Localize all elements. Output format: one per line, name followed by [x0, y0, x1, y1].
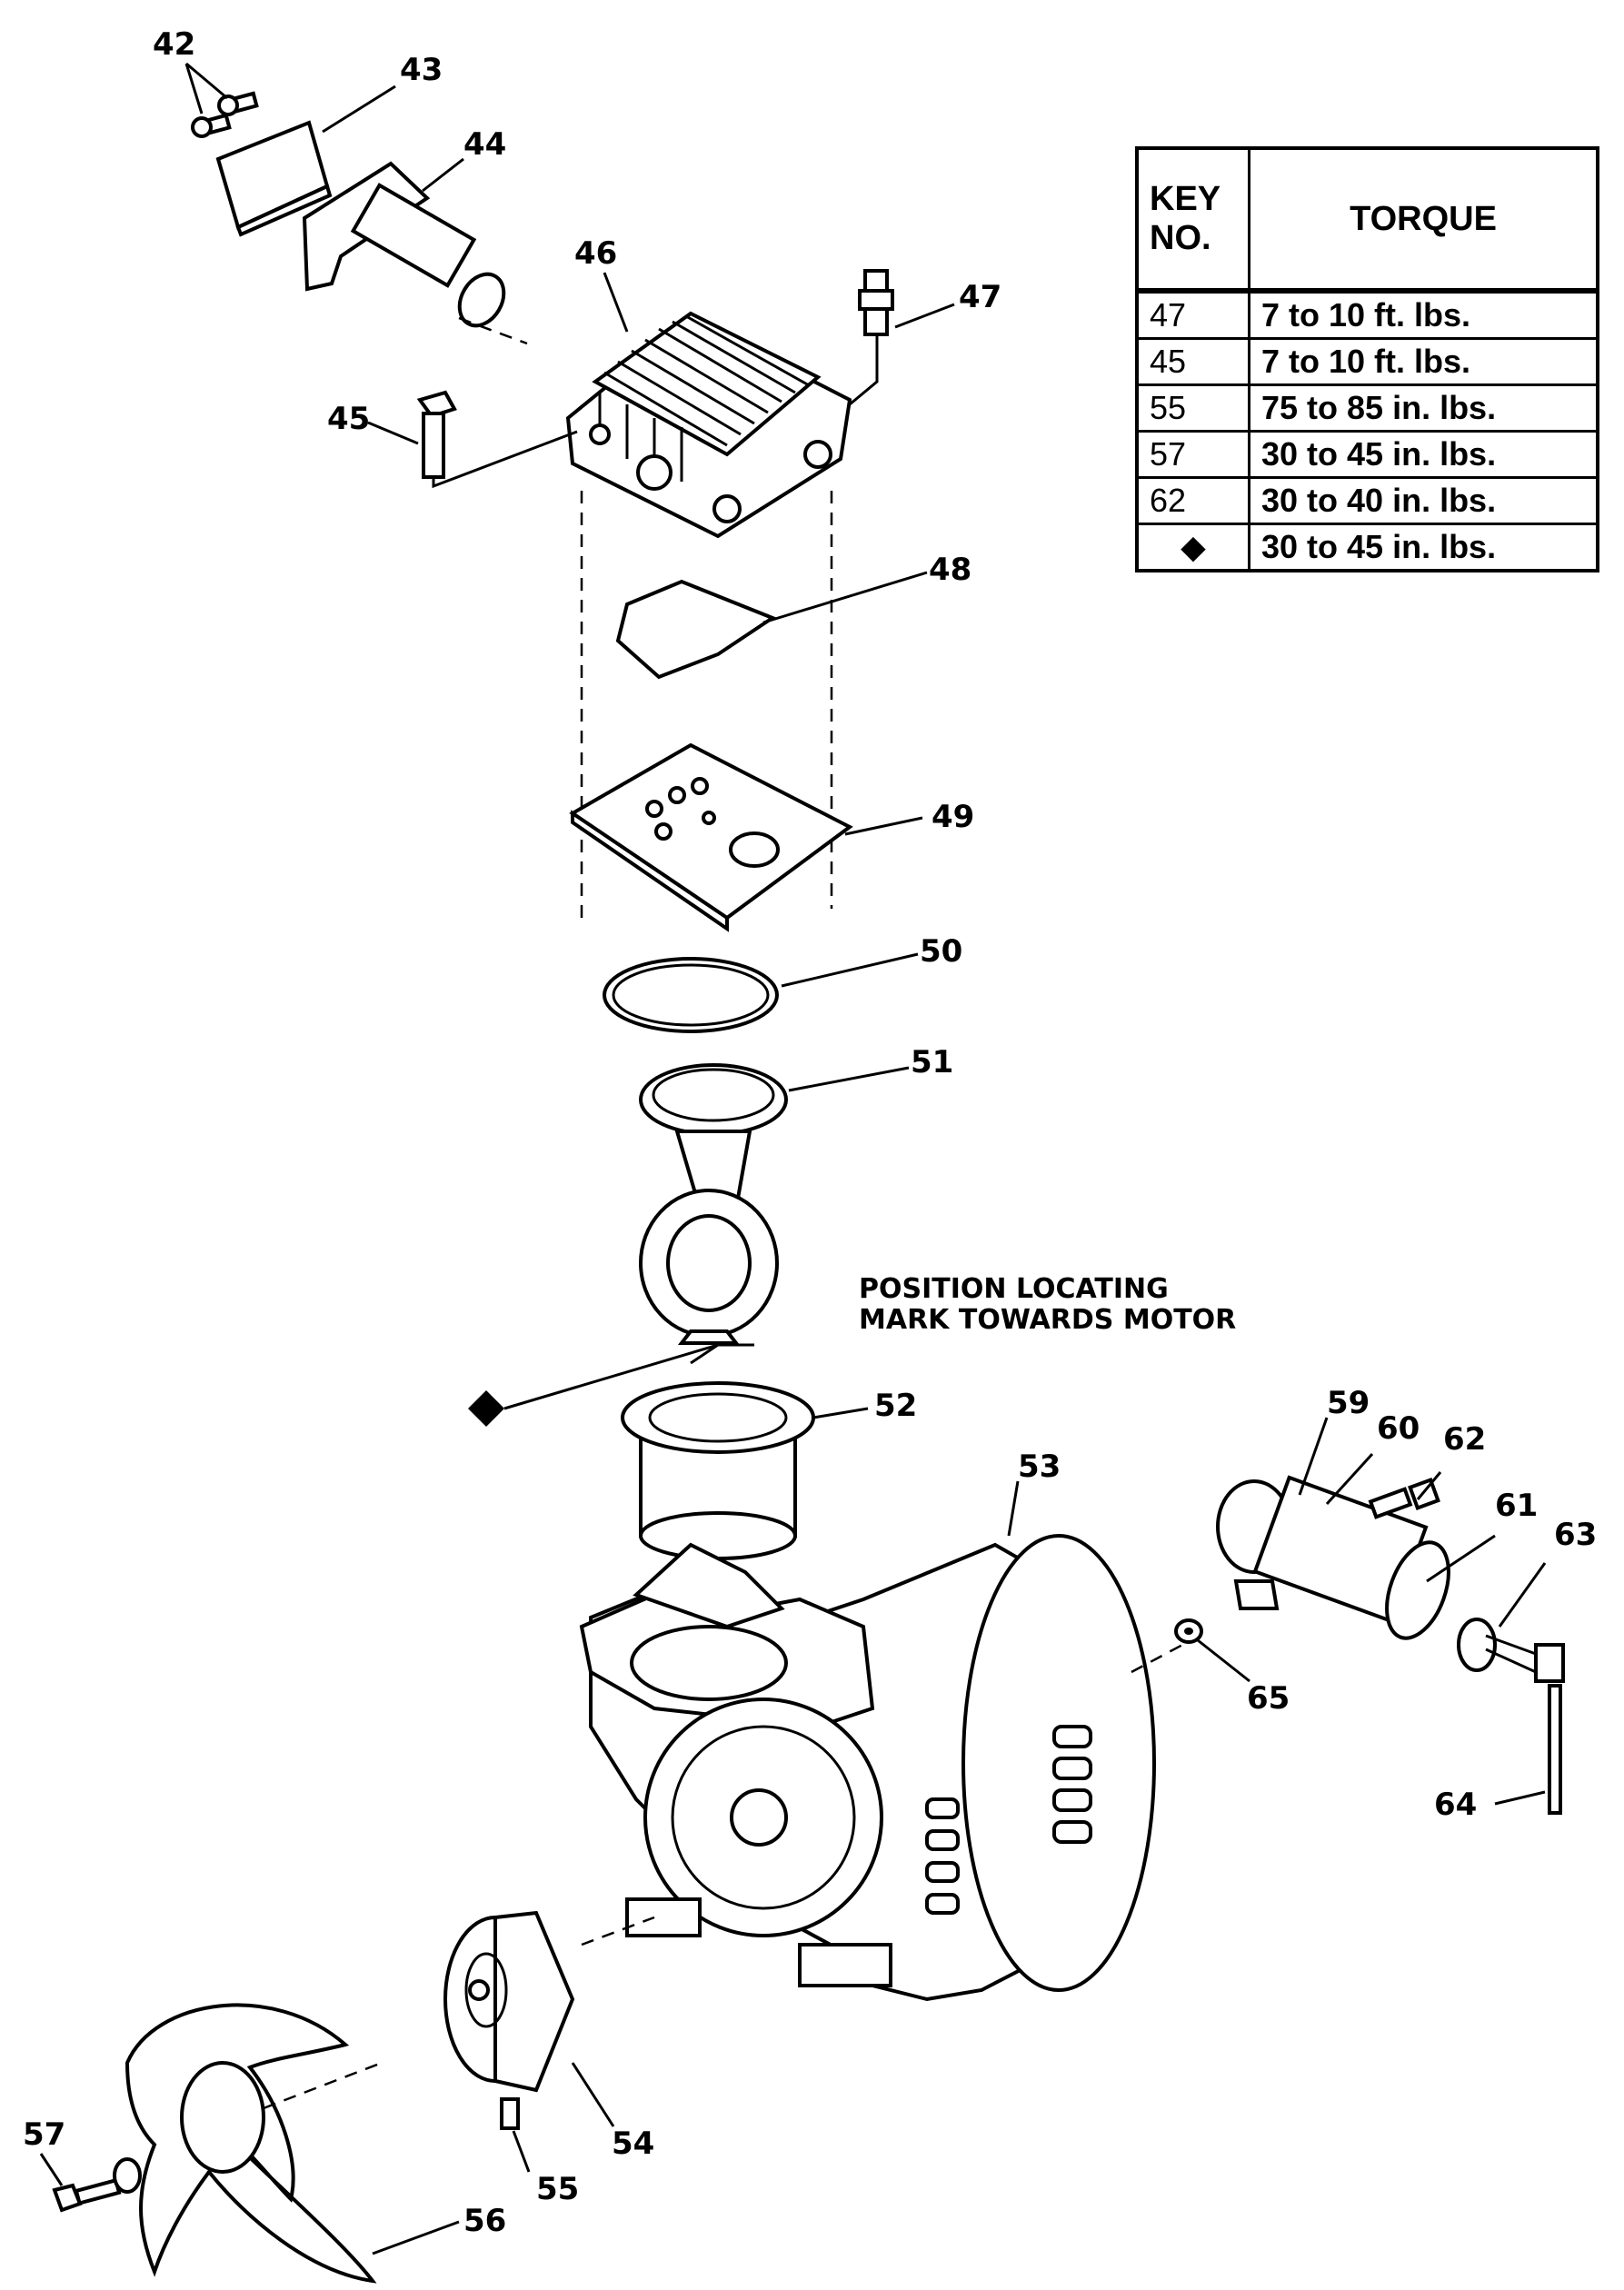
table-row: 62 30 to 40 in. lbs. — [1135, 476, 1599, 525]
callout-53: 53 — [1018, 1449, 1061, 1485]
part-51-connecting-rod — [639, 1063, 788, 1345]
alignment-guides — [580, 491, 833, 918]
table-row: 55 75 to 85 in. lbs. — [1135, 383, 1599, 433]
torque-header: TORQUE — [1248, 146, 1599, 293]
part-62-screw — [1368, 1478, 1440, 1519]
callout-45: 45 — [327, 401, 370, 437]
part-49-valve-plate — [569, 742, 853, 932]
part-45-bolt — [416, 390, 578, 489]
part-48-gasket — [615, 579, 777, 680]
diamond-marker — [468, 1390, 504, 1427]
table-key-cell: 45 — [1135, 337, 1250, 386]
callout-55: 55 — [536, 2171, 579, 2207]
part-63-disc — [1457, 1618, 1537, 1674]
part-42-screws — [191, 91, 259, 138]
callout-46: 46 — [574, 235, 617, 272]
callout-54: 54 — [612, 2126, 654, 2162]
part-53-motor — [579, 1534, 1201, 2002]
table-key-cell: 55 — [1135, 383, 1250, 433]
position-note: POSITION LOCATING MARK TOWARDS MOTOR — [859, 1273, 1236, 1336]
callout-61: 61 — [1495, 1488, 1538, 1524]
table-key-cell: 47 — [1135, 289, 1250, 340]
callout-52: 52 — [874, 1388, 917, 1424]
part-55-set-screw — [500, 2097, 520, 2130]
key-header-line-2: NO. — [1150, 219, 1211, 257]
table-key-cell: ◆ — [1135, 523, 1250, 572]
part-65-washer — [1174, 1618, 1203, 1644]
callout-44: 44 — [463, 126, 506, 163]
callout-49: 49 — [932, 799, 974, 835]
table-row: 57 30 to 45 in. lbs. — [1135, 430, 1599, 479]
table-row: ◆ 30 to 45 in. lbs. — [1135, 523, 1599, 572]
callout-64: 64 — [1434, 1787, 1477, 1823]
part-46-cylinder-head — [565, 311, 852, 539]
callout-63: 63 — [1554, 1517, 1597, 1553]
leader-lines — [39, 62, 1547, 2255]
table-key-cell: 62 — [1135, 476, 1250, 525]
part-47-fitting — [849, 269, 894, 406]
part-56-fan — [125, 2003, 383, 2284]
table-key-cell: 57 — [1135, 430, 1250, 479]
key-header-line-1: KEY — [1150, 180, 1221, 218]
part-52-bushing — [621, 1381, 815, 1560]
table-torque-cell: 7 to 10 ft. lbs. — [1248, 337, 1599, 386]
callout-42: 42 — [153, 26, 195, 63]
table-row: 45 7 to 10 ft. lbs. — [1135, 337, 1599, 386]
callout-47: 47 — [959, 279, 1001, 315]
callout-51: 51 — [911, 1044, 953, 1080]
callout-60: 60 — [1377, 1410, 1420, 1447]
part-43-block — [215, 120, 333, 237]
table-row: 47 7 to 10 ft. lbs. — [1135, 289, 1599, 340]
note-line-1: POSITION LOCATING — [859, 1273, 1169, 1305]
callout-50: 50 — [920, 933, 962, 970]
torque-table-header: KEY NO. TORQUE — [1135, 146, 1599, 293]
part-64-lead — [1534, 1643, 1565, 1815]
callout-43: 43 — [400, 52, 443, 88]
table-torque-cell: 7 to 10 ft. lbs. — [1248, 289, 1599, 340]
callout-48: 48 — [929, 552, 971, 588]
table-torque-cell: 30 to 40 in. lbs. — [1248, 476, 1599, 525]
part-50-o-ring — [603, 957, 779, 1033]
callout-57: 57 — [23, 2116, 65, 2153]
callout-65: 65 — [1247, 1680, 1290, 1717]
table-torque-cell: 30 to 45 in. lbs. — [1248, 523, 1599, 572]
table-torque-cell: 30 to 45 in. lbs. — [1248, 430, 1599, 479]
callout-62: 62 — [1443, 1421, 1486, 1458]
key-no-header: KEY NO. — [1135, 146, 1250, 293]
callout-labels: 42 43 44 46 47 45 48 49 50 51 52 53 59 6… — [23, 26, 1597, 2239]
callout-56: 56 — [463, 2203, 506, 2239]
note-line-2: MARK TOWARDS MOTOR — [859, 1304, 1236, 1336]
callout-59: 59 — [1327, 1385, 1370, 1421]
part-44-tube — [302, 161, 528, 345]
part-54-pulley — [443, 1910, 655, 2093]
part-57-screw — [52, 2157, 142, 2213]
table-torque-cell: 75 to 85 in. lbs. — [1248, 383, 1599, 433]
torque-table: KEY NO. TORQUE 47 7 to 10 ft. lbs. 45 7 … — [1135, 146, 1599, 572]
